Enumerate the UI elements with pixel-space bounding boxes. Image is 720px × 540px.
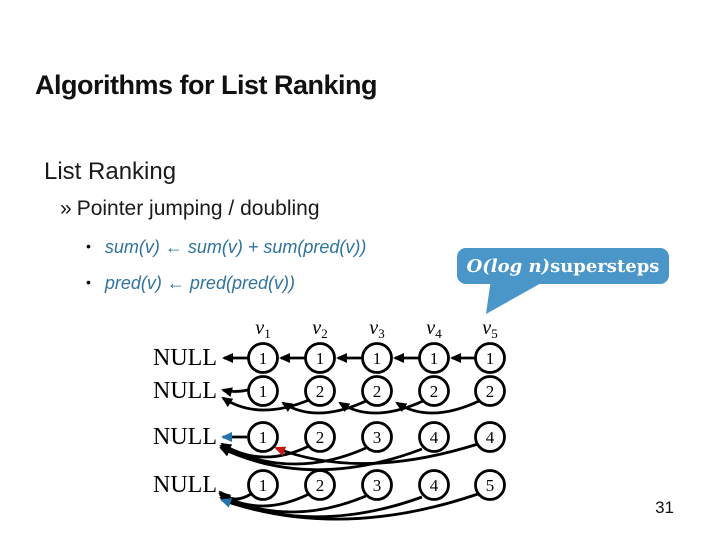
arrow-r2-v3-v1 (281, 399, 367, 415)
col-label-v1: v1 (255, 317, 270, 341)
col-label-v3: v3 (369, 317, 384, 341)
col-label-v2: v2 (312, 317, 327, 341)
callout-complexity: O(log n) (466, 255, 551, 277)
value-r4-v4: 4 (430, 476, 439, 495)
value-r4-v2: 2 (316, 476, 325, 495)
page-number: 31 (655, 498, 674, 517)
node-r3-v4 (418, 421, 450, 453)
node-r1-v5 (474, 342, 506, 374)
value-r3-v1: 1 (259, 428, 268, 447)
value-r3-v3: 3 (373, 428, 382, 447)
node-r2-v4 (418, 375, 450, 407)
section-heading: List Ranking (44, 158, 177, 185)
arrow-r2-v2-null (221, 396, 310, 412)
value-r3-v5: 4 (486, 428, 495, 447)
null-label-row3: NULL (153, 424, 217, 450)
null-label-row2: NULL (153, 378, 217, 404)
node-r3-v2 (304, 421, 336, 453)
null-label-row4: NULL (153, 472, 217, 498)
callout-bubble: O(log n) supersteps (457, 248, 669, 284)
node-r2-v2 (304, 375, 336, 407)
bullet-sum-formula: • sum(v) ← sum(v) + sum(pred(v)) (86, 237, 366, 258)
value-r1-v3: 1 (373, 349, 382, 368)
node-r4-v5-red (474, 469, 506, 501)
subheading: »Pointer jumping / doubling (60, 197, 320, 221)
node-r3-v3 (361, 421, 393, 453)
node-r4-v2 (304, 469, 336, 501)
bullet-pred-text: pred(v) ← pred(pred(v)) (104, 273, 295, 293)
node-r1-v1 (247, 342, 279, 374)
value-r2-v3: 2 (373, 382, 382, 401)
value-r2-v2: 2 (316, 382, 325, 401)
value-r1-v1: 1 (259, 349, 268, 368)
bullet-sum-text: sum(v) ← sum(v) + sum(pred(v)) (104, 237, 367, 257)
slide-title: Algorithms for List Ranking (35, 70, 378, 100)
value-r4-v5: 5 (486, 476, 495, 495)
node-r2-v5 (474, 375, 506, 407)
subheading-text: Pointer jumping / doubling (76, 197, 320, 220)
arrow-r2-v5-v3 (395, 399, 480, 415)
node-r3-v1-red (247, 421, 279, 453)
arrow-r2-v4-v2 (338, 399, 424, 415)
value-r2-v4: 2 (430, 382, 439, 401)
node-r1-v3 (361, 342, 393, 374)
node-r3-v5-red (474, 421, 506, 453)
value-r2-v5: 2 (486, 382, 495, 401)
node-r2-v3 (361, 375, 393, 407)
value-r4-v1: 1 (259, 476, 268, 495)
value-r2-v1: 1 (259, 382, 268, 401)
node-r4-v3 (361, 469, 393, 501)
chevron-bullet-marker: » (60, 197, 72, 220)
arrow-r3-v3-null (219, 444, 367, 466)
node-r1-v2 (304, 342, 336, 374)
node-r4-v4 (418, 469, 450, 501)
bullet-dot: • (86, 238, 91, 254)
value-r4-v3: 3 (373, 476, 382, 495)
node-r2-v1 (247, 375, 279, 407)
callout-label: supersteps (550, 255, 660, 277)
arrow-r4-v5-null-blue (220, 492, 479, 521)
value-r3-v2: 2 (316, 428, 325, 447)
node-r1-v4 (418, 342, 450, 374)
value-r1-v5: 1 (486, 349, 495, 368)
col-label-v5: v5 (482, 317, 497, 341)
value-r3-v4: 4 (430, 428, 439, 447)
col-label-v4: v4 (426, 317, 442, 341)
null-label-row1: NULL (153, 345, 217, 371)
node-r4-v1 (247, 469, 279, 501)
value-r1-v4: 1 (430, 349, 439, 368)
arrow-r3-v5-v1-red (274, 442, 479, 465)
bullet-dot: • (86, 274, 91, 290)
bullet-pred-formula: • pred(v) ← pred(pred(v)) (86, 273, 295, 294)
value-r1-v2: 1 (316, 349, 325, 368)
arrow-r2-v1-null (221, 387, 249, 398)
